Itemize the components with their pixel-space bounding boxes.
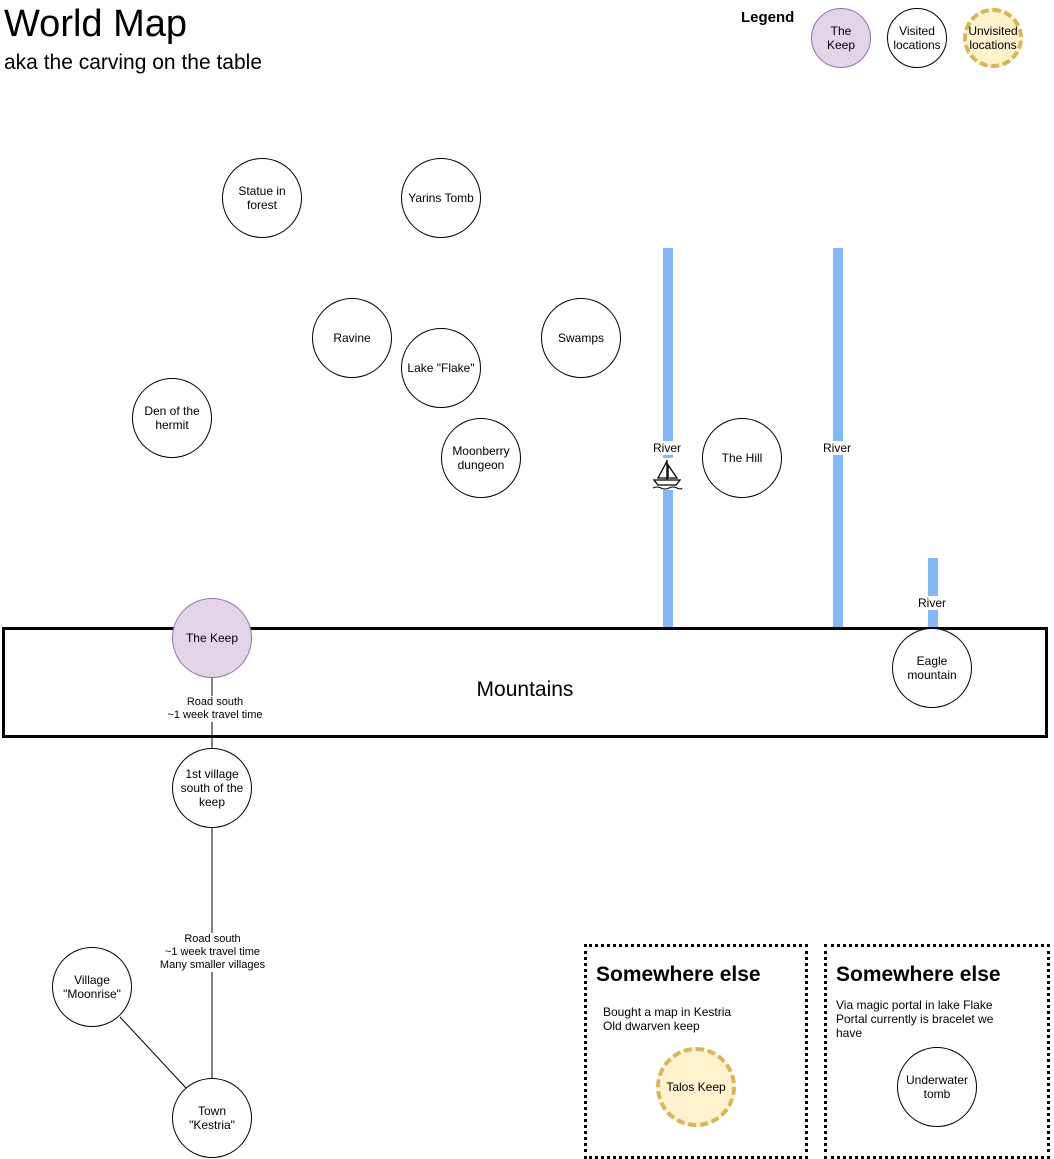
- elsewhere-2-text: Via magic portal in lake Flake Portal cu…: [836, 998, 994, 1040]
- river-label-1: River: [652, 441, 683, 455]
- location-town-kestria[interactable]: Town "Kestria": [172, 1078, 252, 1158]
- elsewhere-box-1: Somewhere else Bought a map in Kestria O…: [584, 944, 808, 1159]
- river-3: [928, 558, 938, 628]
- mountains-range: Mountains: [2, 627, 1048, 738]
- sailboat-icon: [651, 458, 683, 490]
- location-eagle-mountain[interactable]: Eagle mountain: [892, 628, 972, 708]
- legend-keep: The Keep: [811, 8, 871, 68]
- location-swamps[interactable]: Swamps: [541, 298, 621, 378]
- location-the-keep[interactable]: The Keep: [172, 598, 252, 678]
- location-underwater-tomb[interactable]: Underwater tomb: [897, 1047, 977, 1127]
- location-village-moonrise[interactable]: Village "Moonrise": [52, 947, 132, 1027]
- road-label-2: Road south ~1 week travel time Many smal…: [155, 933, 270, 972]
- river-label-3: River: [917, 596, 948, 610]
- location-talos-keep[interactable]: Talos Keep: [656, 1047, 736, 1127]
- legend-unvisited: Unvisited locations: [963, 8, 1023, 68]
- elsewhere-2-title: Somewhere else: [836, 963, 1001, 986]
- page-subtitle: aka the carving on the table: [4, 51, 263, 74]
- mountains-label: Mountains: [476, 678, 574, 701]
- location-lake-flake[interactable]: Lake "Flake": [401, 328, 481, 408]
- legend-visited: Visited locations: [887, 8, 947, 68]
- location-statue[interactable]: Statue in forest: [222, 158, 302, 238]
- road-moonrise-to-kestria: [119, 1016, 187, 1089]
- elsewhere-box-2: Somewhere else Via magic portal in lake …: [824, 944, 1050, 1159]
- elsewhere-1-text: Bought a map in Kestria Old dwarven keep: [603, 1005, 732, 1033]
- river-2: [833, 248, 843, 628]
- road-label-1: Road south ~1 week travel time: [165, 696, 265, 722]
- river-label-2: River: [822, 441, 853, 455]
- location-moonberry[interactable]: Moonberry dungeon: [441, 418, 521, 498]
- location-yarins-tomb[interactable]: Yarins Tomb: [401, 158, 481, 238]
- location-the-hill[interactable]: The Hill: [702, 418, 782, 498]
- elsewhere-1-title: Somewhere else: [596, 963, 761, 986]
- location-village-south[interactable]: 1st village south of the keep: [172, 748, 252, 828]
- legend-label: Legend: [741, 9, 795, 26]
- river-1: [663, 248, 673, 628]
- location-ravine[interactable]: Ravine: [312, 298, 392, 378]
- location-den-hermit[interactable]: Den of the hermit: [132, 378, 212, 458]
- page-title: World Map: [4, 3, 188, 45]
